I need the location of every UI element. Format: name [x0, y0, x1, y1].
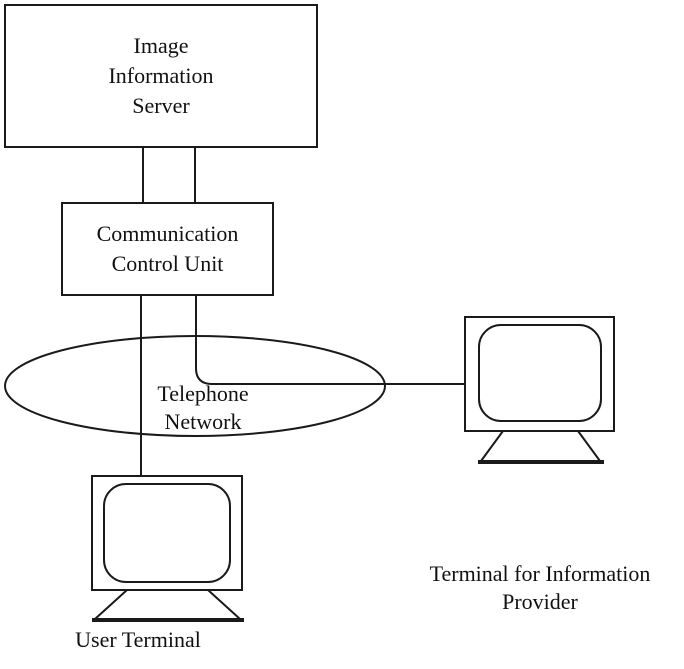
telephone-network-label: Telephone Network	[118, 380, 288, 436]
server-label-line-3: Server	[132, 93, 190, 118]
communication-control-unit-box: Communication Control Unit	[61, 202, 274, 296]
server-label-line-1: Image	[133, 33, 189, 58]
image-information-server-box: Image Information Server	[4, 4, 318, 148]
provider-monitor-icon	[464, 316, 615, 464]
provider-terminal-label: Terminal for Information Provider	[405, 560, 675, 616]
provider-label-line-1: Terminal for Information	[429, 561, 651, 586]
network-label-line-1: Telephone	[157, 381, 249, 406]
network-label-line-2: Network	[164, 409, 242, 434]
provider-label-line-2: Provider	[502, 589, 578, 614]
user-monitor-icon	[91, 475, 244, 622]
provider-terminal-link	[195, 296, 465, 385]
server-label-line-2: Information	[108, 63, 214, 88]
user-terminal-label: User Terminal	[75, 627, 201, 652]
ccu-label-line-2: Control Unit	[111, 251, 224, 276]
ccu-label-line-1: Communication	[96, 221, 239, 246]
